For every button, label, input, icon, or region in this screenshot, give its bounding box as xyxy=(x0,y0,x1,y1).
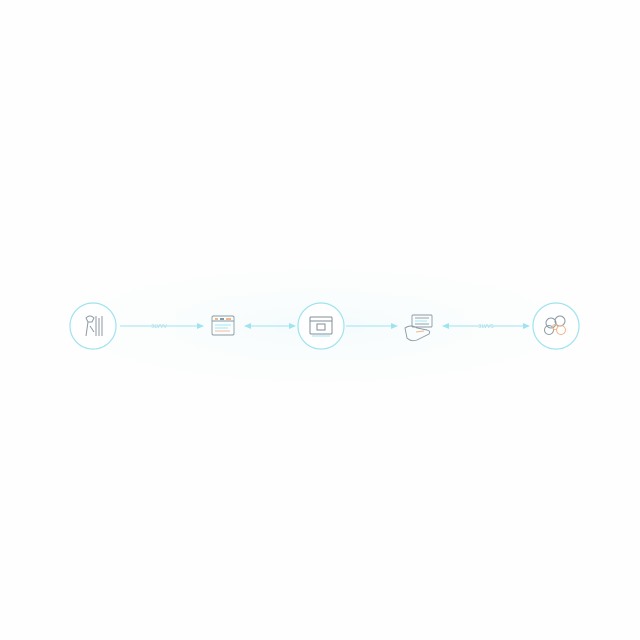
connector-label: 3LVVV xyxy=(151,324,167,330)
tools-icon xyxy=(85,315,103,337)
hand-holding-documents-icon xyxy=(404,314,433,342)
browser-window-icon xyxy=(211,315,235,336)
node-cloud[interactable] xyxy=(532,302,580,350)
connector-n3-n4 xyxy=(346,323,398,329)
cloud-cluster-icon xyxy=(544,315,566,335)
connector-label: 3LVVS xyxy=(478,324,493,330)
node-tools[interactable] xyxy=(69,302,117,350)
connector-n1-n2: 3LVVV xyxy=(120,323,204,330)
connector-n4-n5: 3LVVS xyxy=(442,323,530,330)
node-monitor[interactable] xyxy=(297,302,345,350)
connector-n2-n3 xyxy=(244,323,296,329)
node-documents[interactable] xyxy=(404,314,433,342)
monitor-icon xyxy=(309,316,333,337)
node-browser[interactable] xyxy=(211,315,235,336)
